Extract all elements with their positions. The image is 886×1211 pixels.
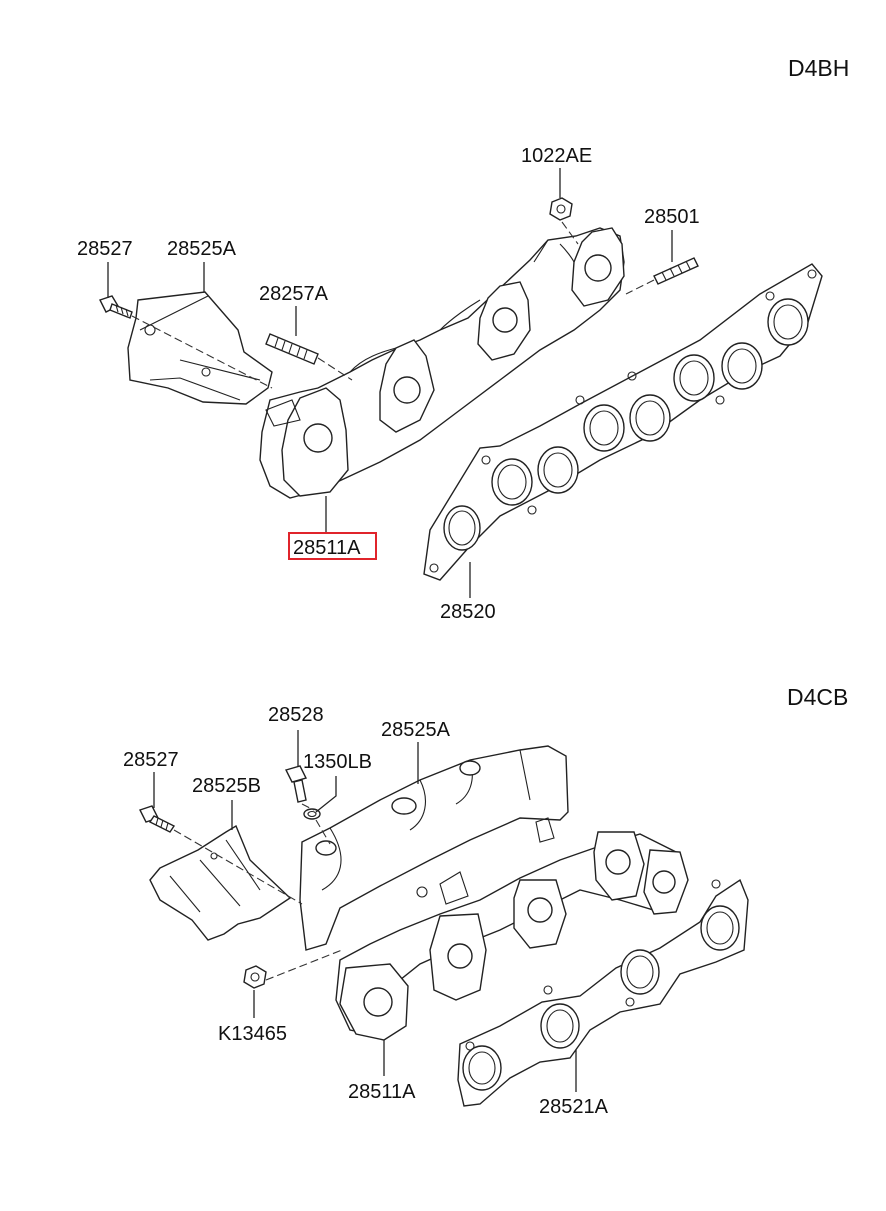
label-28528[interactable]: 28528 (268, 704, 324, 726)
label-K13465[interactable]: K13465 (218, 1023, 287, 1045)
gasket-28520[interactable] (423, 263, 823, 581)
label-28527-top[interactable]: 28527 (77, 238, 133, 260)
exhaust-manifold-top[interactable] (259, 227, 625, 499)
heat-shield-28525B[interactable] (149, 824, 292, 941)
stud-28257A[interactable] (265, 333, 319, 365)
label-1022AE-top[interactable]: 1022AE (521, 145, 592, 167)
nut-K13465[interactable] (243, 965, 267, 989)
label-28521A[interactable]: 28521A (539, 1096, 609, 1118)
label-1350LB[interactable]: 1350LB (303, 751, 372, 773)
label-28525A-top[interactable]: 28525A (167, 238, 237, 260)
bolt-28527-top[interactable] (99, 295, 133, 319)
nut-1022AE-top[interactable] (549, 197, 573, 221)
bolt-28528[interactable] (284, 765, 308, 803)
label-28525A-bottom[interactable]: 28525A (381, 719, 451, 741)
stud-28501[interactable] (653, 257, 699, 285)
bolt-28527-bottom[interactable] (139, 805, 176, 833)
engine-label-bottom: D4CB (787, 684, 848, 710)
heat-shield-bottom-upper[interactable] (299, 745, 569, 951)
label-28520[interactable]: 28520 (440, 601, 496, 623)
engine-label-top: D4BH (788, 55, 849, 81)
label-28525B[interactable]: 28525B (192, 775, 261, 797)
label-28527-bottom[interactable]: 28527 (123, 749, 179, 771)
heat-shield-top[interactable] (127, 291, 273, 405)
label-28257A[interactable]: 28257A (259, 283, 329, 305)
label-28501[interactable]: 28501 (644, 206, 700, 228)
label-28511A-top[interactable]: 28511A (293, 537, 361, 559)
exhaust-manifold-bottom[interactable] (335, 817, 689, 1041)
label-28511A-bottom[interactable]: 28511A (348, 1081, 416, 1103)
highlight-box-28511A (288, 532, 377, 560)
gasket-28521A[interactable] (457, 878, 749, 1107)
